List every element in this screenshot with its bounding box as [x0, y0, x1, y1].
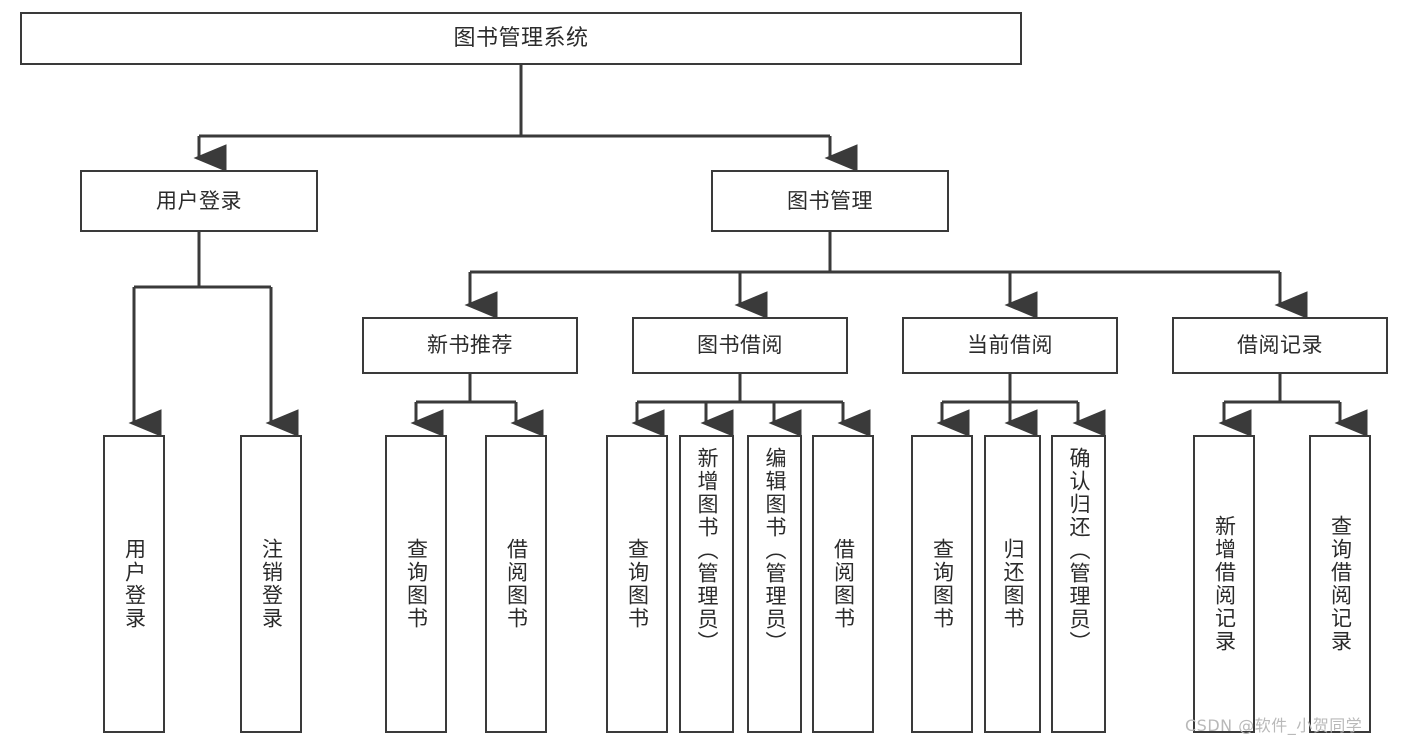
node-book-management-label: 图书管理: [787, 188, 873, 213]
node-current-borrow[interactable]: 当前借阅: [902, 317, 1118, 374]
leaf-return-book[interactable]: 归还图书: [984, 435, 1041, 733]
node-book-management[interactable]: 图书管理: [711, 170, 949, 232]
leaf-return-book-label: 归还图书: [1000, 538, 1025, 630]
leaf-borrow-book-1[interactable]: 借阅图书: [485, 435, 547, 733]
node-user-login-label: 用户登录: [156, 188, 242, 213]
leaf-query-book-2-label: 查询图书: [625, 538, 650, 630]
leaf-borrow-book-2[interactable]: 借阅图书: [812, 435, 874, 733]
leaf-query-book-1[interactable]: 查询图书: [385, 435, 447, 733]
leaf-add-record[interactable]: 新增借阅记录: [1193, 435, 1255, 733]
watermark-text: CSDN @软件_小贺同学: [1185, 716, 1363, 735]
node-borrow-record-label: 借阅记录: [1237, 333, 1323, 358]
leaf-query-record[interactable]: 查询借阅记录: [1309, 435, 1371, 733]
leaf-query-book-1-label: 查询图书: [404, 538, 429, 630]
leaf-add-book[interactable]: 新增图书（管理员）: [679, 435, 734, 733]
leaf-borrow-book-2-label: 借阅图书: [831, 538, 856, 630]
leaf-query-book-3-label: 查询图书: [930, 538, 955, 630]
leaf-query-book-2[interactable]: 查询图书: [606, 435, 668, 733]
node-new-book-recommend[interactable]: 新书推荐: [362, 317, 578, 374]
leaf-confirm-return[interactable]: 确认归还（管理员）: [1051, 435, 1106, 733]
node-root[interactable]: 图书管理系统: [20, 12, 1022, 65]
leaf-query-book-3[interactable]: 查询图书: [911, 435, 973, 733]
leaf-user-login[interactable]: 用户登录: [103, 435, 165, 733]
leaf-logout-login-label: 注销登录: [259, 538, 284, 630]
node-borrow-record[interactable]: 借阅记录: [1172, 317, 1388, 374]
leaf-edit-book[interactable]: 编辑图书（管理员）: [747, 435, 802, 733]
leaf-confirm-return-label: 确认归还（管理员）: [1066, 447, 1091, 654]
node-root-label: 图书管理系统: [453, 25, 589, 51]
leaf-borrow-book-1-label: 借阅图书: [504, 538, 529, 630]
node-current-borrow-label: 当前借阅: [967, 333, 1053, 358]
leaf-add-record-label: 新增借阅记录: [1212, 515, 1237, 653]
node-book-borrow[interactable]: 图书借阅: [632, 317, 848, 374]
leaf-add-book-label: 新增图书（管理员）: [694, 447, 719, 654]
node-book-borrow-label: 图书借阅: [697, 333, 783, 358]
leaf-edit-book-label: 编辑图书（管理员）: [762, 447, 787, 654]
node-user-login[interactable]: 用户登录: [80, 170, 318, 232]
leaf-query-record-label: 查询借阅记录: [1328, 515, 1353, 653]
leaf-user-login-label: 用户登录: [122, 538, 147, 630]
node-new-book-recommend-label: 新书推荐: [427, 333, 513, 358]
leaf-logout-login[interactable]: 注销登录: [240, 435, 302, 733]
